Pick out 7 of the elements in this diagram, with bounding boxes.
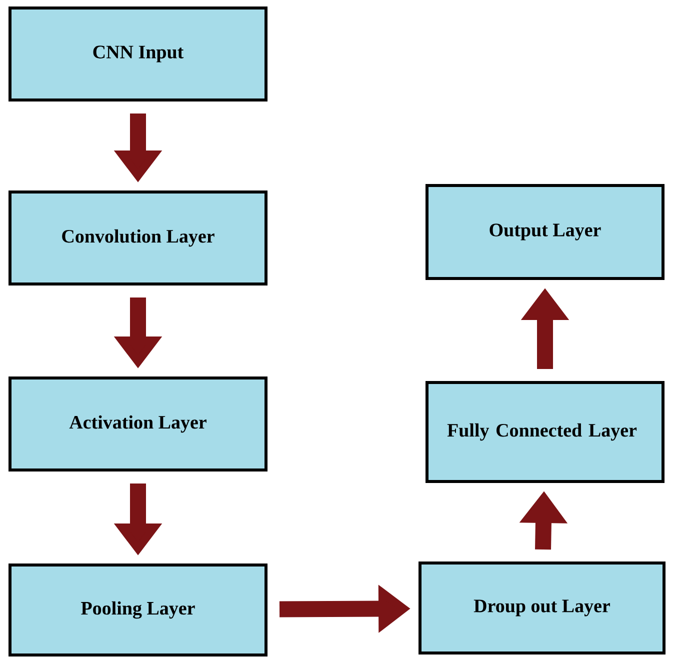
layer-box: Fully Connected Layer — [426, 381, 664, 483]
layer-box: CNN Input — [8, 6, 268, 102]
layer-box: Activation Layer — [8, 376, 268, 472]
layer-box: Droup out Layer — [418, 562, 666, 654]
layer-box: Convolution Layer — [8, 190, 268, 286]
layer-box: Output Layer — [426, 184, 664, 280]
layer-box: Pooling Layer — [8, 564, 268, 656]
